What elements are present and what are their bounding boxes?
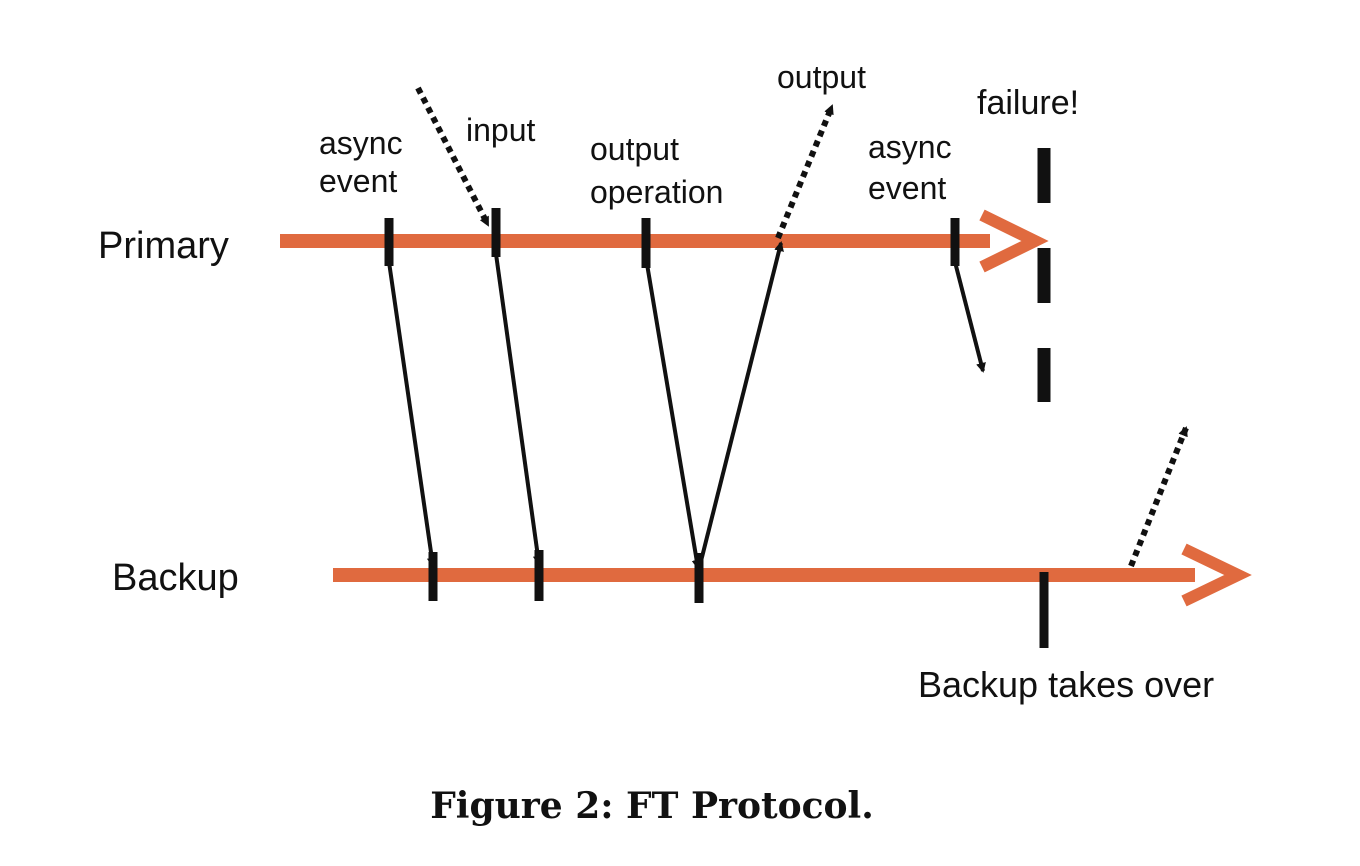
log-messages — [387, 241, 986, 570]
output-operation-label-line1: output — [590, 131, 679, 167]
backup-output-dotted-arrow — [1128, 426, 1189, 568]
log-arrow-async-event-lost — [953, 261, 986, 373]
backup-event-ticks — [428, 550, 1049, 648]
output-operation-label-line2: operation — [590, 174, 723, 210]
primary-event-ticks — [384, 208, 960, 268]
primary-timeline-arrowhead — [979, 209, 1049, 273]
output-label: output — [777, 59, 866, 95]
input-dotted-arrow — [415, 86, 491, 227]
backup-timeline — [333, 543, 1252, 607]
backup-label: Backup — [112, 557, 239, 599]
async-event-1-label-line1: async — [319, 125, 403, 161]
figure-caption: Figure 2: FT Protocol. — [430, 785, 874, 827]
log-arrow-input — [494, 253, 543, 566]
async-event-2-label-line2: event — [868, 170, 946, 206]
output-dotted-arrow — [775, 104, 835, 240]
primary-timeline — [280, 209, 1049, 273]
failure-label: failure! — [977, 84, 1079, 122]
backup-takes-over-label: Backup takes over — [918, 664, 1214, 705]
ack-arrow-backup-to-primary — [698, 241, 784, 566]
async-event-1-label-line2: event — [319, 163, 397, 199]
async-event-2-label-line1: async — [868, 129, 952, 165]
external-arrows — [415, 86, 1189, 568]
log-arrow-async-event — [387, 261, 437, 568]
backup-timeline-arrowhead — [1181, 543, 1252, 607]
primary-label: Primary — [98, 225, 229, 267]
input-label: input — [466, 112, 536, 148]
log-arrow-output-operation — [645, 263, 702, 570]
